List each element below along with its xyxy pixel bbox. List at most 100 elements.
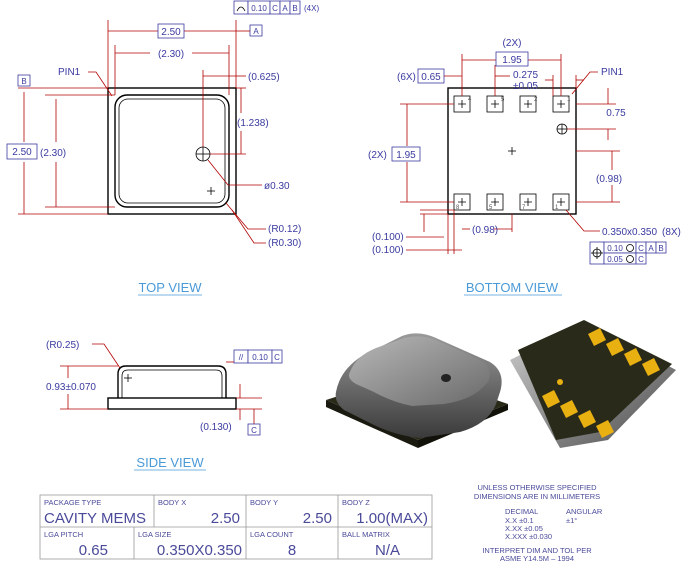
dim-0-98-bottom: (0.98): [472, 225, 498, 236]
svg-text:4: 4: [468, 97, 472, 103]
dim-height: 0.93±0.070: [46, 382, 96, 393]
pad-row-bottom: 8 5 7 1: [453, 193, 570, 211]
dim-1-95-top-box: [495, 51, 529, 67]
spec-cell: LGA SIZE 0.350X0.350: [138, 530, 242, 559]
dim-2x-top: (2X): [503, 38, 522, 49]
dim-0-75: 0.75: [606, 108, 626, 119]
svg-text:0.05: 0.05: [607, 255, 623, 264]
bottom-pin1-label: PIN1: [601, 67, 624, 78]
svg-text:INTERPRET DIM AND TOL PER: INTERPRET DIM AND TOL PER: [482, 546, 592, 555]
pad-row-top: 4 5 2 1: [453, 95, 571, 113]
svg-text:DECIMAL: DECIMAL: [505, 507, 538, 516]
svg-text:5: 5: [489, 205, 493, 211]
dim-r030: (R0.30): [268, 238, 301, 249]
svg-text:C: C: [272, 4, 278, 13]
svg-text:ASME Y14.5M – 1994: ASME Y14.5M – 1994: [500, 554, 574, 563]
svg-text:BODY Z: BODY Z: [342, 498, 370, 507]
svg-text:0.10: 0.10: [251, 4, 267, 13]
top-feature-control-frame: 0.10 C A B (4X): [233, 0, 319, 15]
dim-0-275: 0.275: [513, 70, 538, 81]
side-view: (R0.25) 0.93±0.070 (0.130) // 0.10 C C S…: [46, 340, 283, 471]
svg-text://: //: [239, 353, 244, 362]
svg-text:C: C: [274, 353, 280, 362]
dim-1-95-left: 1.95: [396, 150, 416, 161]
dim-1-95-left-box: [391, 146, 421, 162]
side-feature-control-frame: // 0.10 C: [233, 349, 283, 364]
svg-text:2.50: 2.50: [303, 510, 332, 527]
svg-text:0.10: 0.10: [607, 244, 623, 253]
svg-text:0.65: 0.65: [79, 542, 108, 559]
bottom-view: 4 5 2 1 8 5 7 1 (2X) 1.95 (6X) 0.65: [368, 38, 681, 296]
svg-text:A: A: [282, 4, 288, 13]
dim-pad-count: (8X): [662, 227, 681, 238]
side-lid: [117, 365, 227, 398]
svg-text:BODY Y: BODY Y: [250, 498, 278, 507]
dim-0-100-a: (0.100): [372, 232, 404, 243]
dim-2-50-box: [157, 23, 185, 39]
top-view-lid-outline: [114, 94, 230, 208]
dim-r025: (R0.25): [46, 340, 79, 351]
dim-0-100-b: (0.100): [372, 245, 404, 256]
side-view-label: SIDE VIEW: [136, 455, 204, 470]
dim-6x: (6X): [397, 72, 416, 83]
svg-text:0.10: 0.10: [252, 353, 268, 362]
pad: [552, 193, 570, 211]
svg-text:A: A: [648, 244, 654, 253]
dim-0-65: 0.65: [421, 72, 441, 83]
dim-1-238: (1.238): [237, 118, 269, 129]
svg-text:2: 2: [534, 97, 538, 103]
top-view: 2.50 (2.30) (0.625) (1.238) 2.50 (2.30) …: [6, 0, 319, 296]
bottom-view-label: BOTTOM VIEW: [466, 280, 559, 295]
spec-cell: LGA COUNT 8: [250, 530, 296, 559]
svg-text:X.XXX ±0.030: X.XXX ±0.030: [505, 532, 552, 541]
svg-text:LGA SIZE: LGA SIZE: [138, 530, 171, 539]
dim-left-2-50-box: [6, 143, 38, 160]
svg-text:PACKAGE TYPE: PACKAGE TYPE: [44, 498, 101, 507]
bottom-feature-control-frame: 0.10 C A B 0.05 C: [589, 241, 667, 265]
svg-text:ANGULAR: ANGULAR: [566, 507, 603, 516]
top-view-body-outline: [107, 87, 237, 215]
spec-cell: LGA PITCH 0.65: [44, 530, 108, 559]
svg-text:1.00(MAX): 1.00(MAX): [356, 510, 428, 527]
svg-text:8: 8: [456, 205, 460, 211]
svg-text:8: 8: [288, 542, 296, 559]
spec-cell: BODY X 2.50: [158, 498, 240, 527]
pad: [486, 193, 504, 211]
svg-text:±1°: ±1°: [566, 516, 577, 525]
datum-b: B: [21, 77, 26, 86]
dim-0-625: (0.625): [248, 72, 280, 83]
pad: [519, 193, 537, 211]
datum-c-box: [247, 423, 261, 436]
dim-r012: (R0.12): [268, 224, 301, 235]
svg-text:X.X ±0.1: X.X ±0.1: [505, 516, 534, 525]
svg-text:LGA COUNT: LGA COUNT: [250, 530, 294, 539]
svg-text:2.50: 2.50: [211, 510, 240, 527]
spec-cell: PACKAGE TYPE CAVITY MEMS: [44, 498, 146, 527]
svg-text:1: 1: [555, 205, 559, 211]
dim-pad-size: 0.350x0.350: [602, 227, 657, 238]
pad: [519, 95, 537, 113]
svg-text:0.350X0.350: 0.350X0.350: [157, 542, 242, 559]
top-view-label: TOP VIEW: [138, 280, 202, 295]
svg-text:CAVITY MEMS: CAVITY MEMS: [44, 510, 146, 527]
svg-text:C: C: [638, 244, 644, 253]
dim-0-130: (0.130): [200, 422, 232, 433]
side-substrate: [107, 397, 237, 410]
svg-text:C: C: [638, 255, 644, 264]
dim-1-95-top: 1.95: [502, 55, 522, 66]
datum-a: A: [253, 27, 259, 36]
svg-text:LGA PITCH: LGA PITCH: [44, 530, 83, 539]
dim-0-275-tol: ±0.05: [513, 81, 538, 92]
svg-text:B: B: [658, 244, 663, 253]
spec-cell: BODY Z 1.00(MAX): [342, 498, 428, 527]
datum-a-box: [249, 24, 263, 37]
dim-2x-left: (2X): [368, 150, 387, 161]
spec-table: PACKAGE TYPE CAVITY MEMS BODY X 2.50 BOD…: [39, 494, 433, 560]
dim-0-98-right: (0.98): [596, 174, 622, 185]
dim-left-2-50: 2.50: [12, 147, 32, 158]
datum-b-box: [17, 74, 31, 87]
svg-text:1: 1: [567, 97, 571, 103]
svg-text:N/A: N/A: [375, 542, 400, 559]
svg-text:BODY X: BODY X: [158, 498, 186, 507]
svg-text:5: 5: [501, 97, 505, 103]
